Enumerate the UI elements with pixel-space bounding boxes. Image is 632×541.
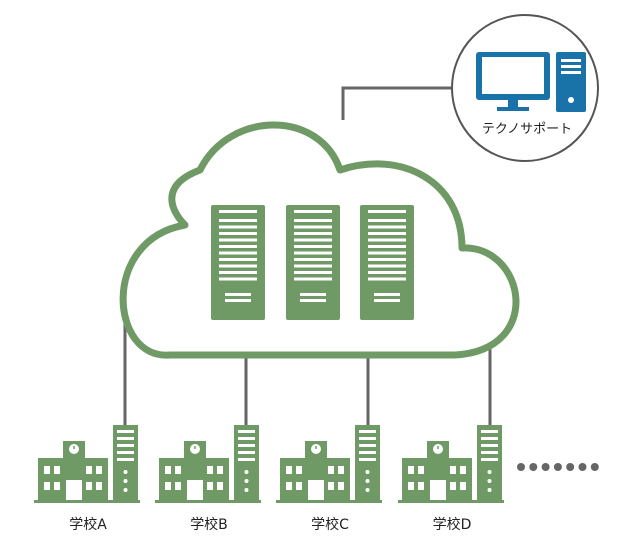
ellipsis-dots-icon [517,463,599,471]
school-label-d: 学校D [432,517,472,533]
school-group [34,425,504,503]
server-rack-icon [211,205,265,320]
school-label-b: 学校B [190,517,228,533]
support-node [451,14,599,162]
ellipsis-dot [566,463,575,471]
desktop-computer-icon [476,52,586,112]
ellipsis-dot [578,463,587,471]
school-building-icon [276,425,382,503]
server-rack-icon [360,205,414,320]
school-building-icon [155,425,261,503]
ellipsis-dot [541,463,550,471]
ellipsis-dot [590,463,599,471]
support-connector-line [341,86,455,120]
server-rack-icon [286,205,340,320]
ellipsis-dot [529,463,538,471]
school-building-icon [398,425,504,503]
ellipsis-dot [553,463,562,471]
ellipsis-dot [517,463,525,471]
school-label-a: 学校A [69,517,107,533]
school-building-icon [34,425,140,503]
school-label-c: 学校C [311,517,349,533]
server-group [211,205,414,320]
support-label: テクノサポート [481,122,573,137]
